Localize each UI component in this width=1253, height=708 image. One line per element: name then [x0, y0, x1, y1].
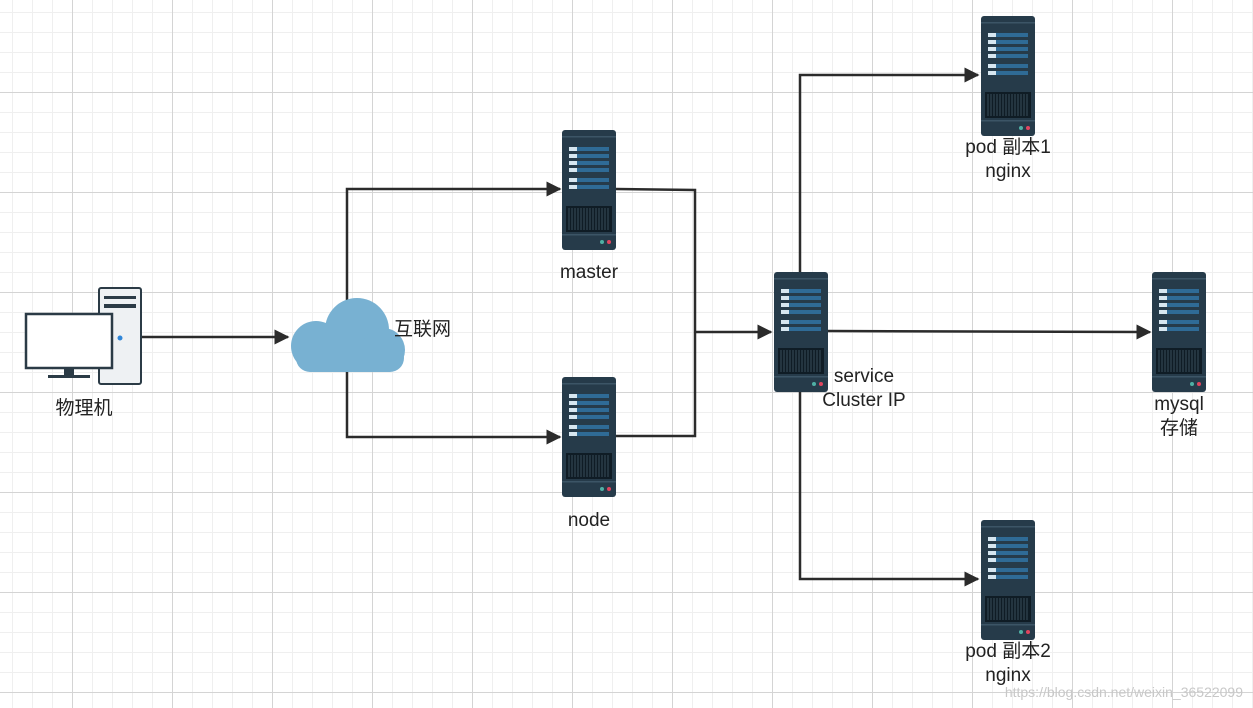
- node-server-icon: [562, 377, 616, 497]
- pod2-label-line2: nginx: [985, 665, 1031, 686]
- line-node-to-bus: [616, 332, 697, 438]
- pod1-label: pod 副本1 nginx: [948, 136, 1068, 184]
- pod1-label-line1: pod 副本1: [965, 137, 1051, 158]
- connectors: [141, 67, 1152, 587]
- watermark: https://blog.csdn.net/weixin_36522099: [1004, 684, 1243, 700]
- physical-machine-icon: [24, 287, 142, 385]
- arrow-service-to-pod2: [798, 392, 980, 587]
- master-server-icon: [562, 130, 616, 250]
- arrow-service-to-pod1: [798, 67, 980, 272]
- mysql-label-line1: mysql: [1154, 394, 1204, 415]
- master-label: master: [559, 262, 619, 283]
- pod1-server-icon: [981, 16, 1035, 136]
- pod2-label: pod 副本2 nginx: [948, 640, 1068, 688]
- node-label: node: [567, 510, 611, 531]
- pod1-label-line2: nginx: [985, 161, 1031, 182]
- cloud-icon: [291, 298, 405, 372]
- line-master-to-bus: [615, 187, 697, 332]
- arrow-service-to-mysql: [827, 324, 1152, 340]
- pod2-label-line1: pod 副本2: [965, 641, 1051, 662]
- mysql-label: mysql 存储: [1119, 393, 1239, 441]
- mysql-label-line2: 存储: [1159, 418, 1198, 439]
- service-label-line1: service: [833, 366, 895, 387]
- physical-machine-label: 物理机: [55, 398, 113, 419]
- mysql-server-icon: [1152, 272, 1206, 392]
- arrow-internet-to-master: [345, 181, 562, 300]
- internet-label: 互联网: [394, 319, 452, 340]
- service-label: service Cluster IP: [804, 365, 924, 413]
- arrow-internet-to-node: [345, 372, 562, 445]
- pod2-server-icon: [981, 520, 1035, 640]
- service-label-line2: Cluster IP: [822, 390, 906, 411]
